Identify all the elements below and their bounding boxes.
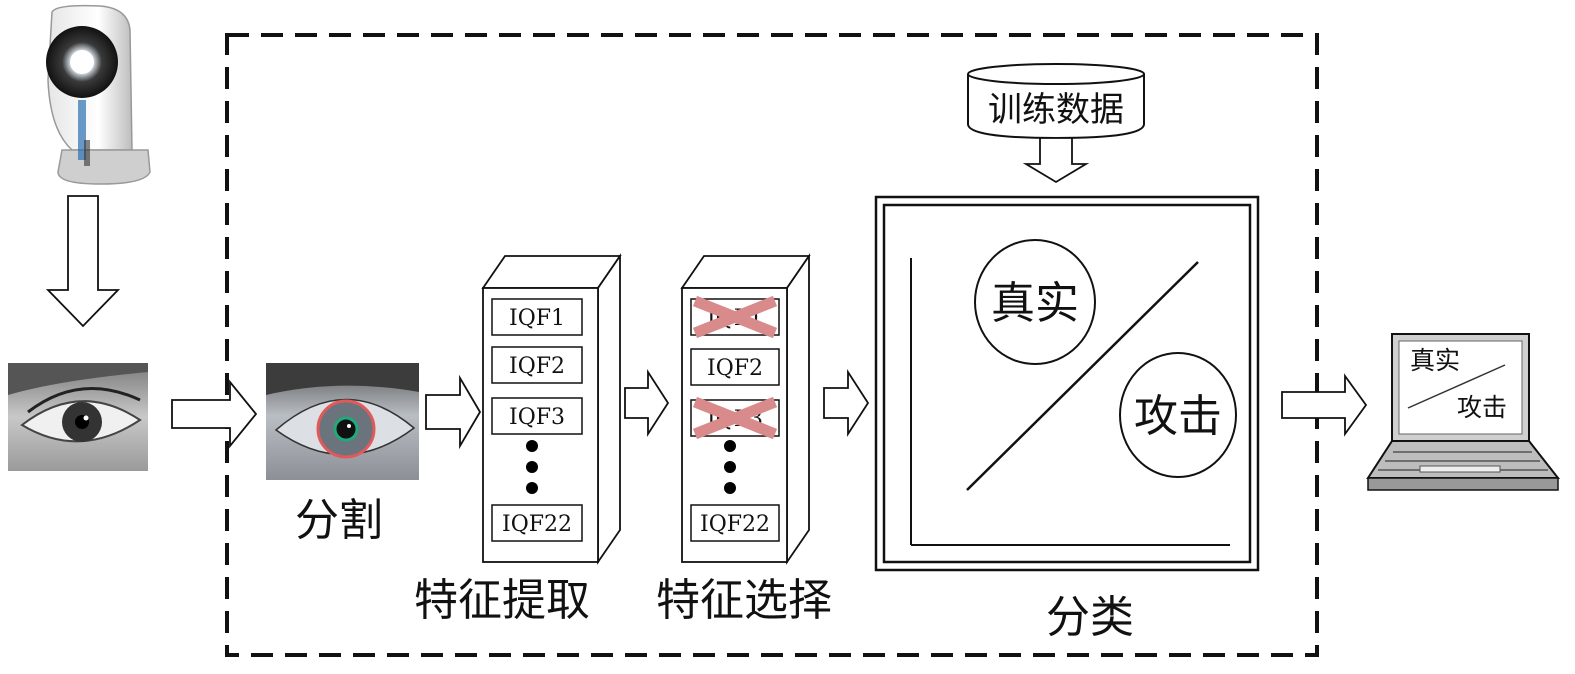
output-decision-line (1407, 364, 1506, 409)
database-cylinder-icon: 训练数据 (967, 63, 1145, 140)
feature-selection-column: IQF1 IQF2 IQF3 IQF22 (680, 253, 811, 565)
feature-extraction-column: IQF1 IQF2 IQF3 IQF22 (481, 253, 622, 565)
ellipsis-dot (724, 482, 736, 494)
feature-label: IQF1 (509, 306, 565, 331)
ellipsis-dot (526, 461, 538, 473)
feature-box: IQF1 (491, 298, 583, 336)
feature-label: IQF3 (509, 405, 565, 430)
ellipsis-dot (724, 461, 736, 473)
ellipsis-dot (724, 440, 736, 452)
feature-label: IQF22 (700, 512, 770, 537)
ellipsis-dot (526, 440, 538, 452)
attack-class-region (1119, 352, 1237, 478)
feature-box: IQF3 (491, 397, 583, 435)
output-real-label: 真实 (1410, 346, 1460, 375)
feature-selection-label: 特征选择 (656, 575, 832, 626)
down-arrow (45, 195, 121, 328)
feature-label: IQF2 (509, 354, 565, 379)
removed-cross-icon (692, 396, 778, 440)
feature-box-removed: IQF1 (690, 295, 780, 339)
laptop-icon: 真实 攻击 (1366, 333, 1561, 491)
decision-boundary (966, 261, 1199, 491)
feature-label: IQF22 (502, 512, 572, 537)
feature-box: IQF22 (690, 504, 780, 542)
feature-box: IQF2 (690, 348, 780, 386)
feature-label: IQF2 (707, 356, 763, 381)
arrow-to-segmentation (171, 379, 258, 449)
eye-photo-icon (8, 363, 148, 471)
feature-box-removed: IQF3 (690, 396, 780, 440)
arrow-to-classification (823, 368, 870, 438)
training-data-label: 训练数据 (988, 90, 1124, 130)
feature-box: IQF2 (491, 346, 583, 384)
arrow-to-extraction (425, 374, 482, 450)
classification-panel: 真实 攻击 (874, 195, 1260, 572)
attack-class-label: 攻击 (1134, 391, 1222, 442)
real-class-region (974, 239, 1096, 365)
ellipsis-dot (526, 482, 538, 494)
feature-extraction-label: 特征提取 (414, 575, 590, 626)
output-attack-label: 攻击 (1457, 393, 1507, 422)
segmented-eye-icon (266, 363, 419, 480)
classification-label: 分类 (1046, 592, 1134, 643)
feature-box: IQF22 (491, 504, 583, 542)
removed-cross-icon (692, 295, 778, 339)
arrow-to-output (1281, 373, 1368, 437)
arrow-to-selection (624, 368, 670, 438)
training-data-arrow (1022, 137, 1090, 184)
system-boundary (225, 33, 1319, 657)
iris-camera-icon (46, 4, 151, 185)
segmentation-label: 分割 (295, 495, 383, 546)
real-class-label: 真实 (991, 278, 1079, 329)
